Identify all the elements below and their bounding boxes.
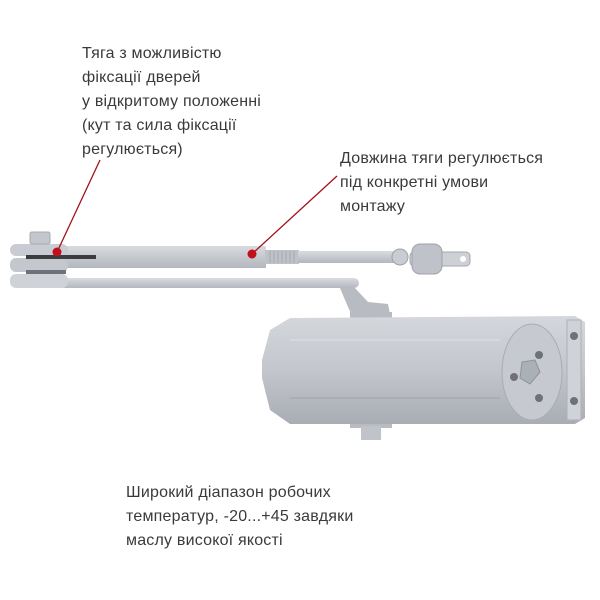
annotation-line: регулюється)	[82, 141, 183, 158]
annotation-line: монтажу	[340, 198, 406, 215]
annotation-line: Широкий діапазон робочих	[126, 484, 331, 501]
annotation-temperature: Широкий діапазон робочих температур, -20…	[126, 481, 354, 553]
annotation-line: температур, -20...+45 завдяки	[126, 508, 354, 525]
annotation-arm-fixation: Тяга з можливістю фіксації дверей у відк…	[82, 42, 261, 162]
annotation-line: Тяга з можливістю	[82, 45, 222, 62]
annotation-line: Довжина тяги регулюється	[340, 150, 544, 167]
marker-dot	[247, 249, 257, 259]
annotation-line: маслу високої якості	[126, 532, 283, 549]
annotation-line: у відкритому положенні	[82, 93, 262, 110]
annotation-line: (кут та сила фіксації	[82, 117, 237, 134]
arm-assembly	[10, 231, 471, 316]
annotation-line: під конкретні умови	[340, 174, 489, 191]
annotation-arm-length: Довжина тяги регулюється під конкретні у…	[340, 147, 543, 219]
annotation-line: фіксації дверей	[82, 69, 201, 86]
marker-dot	[52, 247, 62, 257]
closer-body	[262, 312, 585, 440]
leader-lines	[52, 159, 338, 259]
